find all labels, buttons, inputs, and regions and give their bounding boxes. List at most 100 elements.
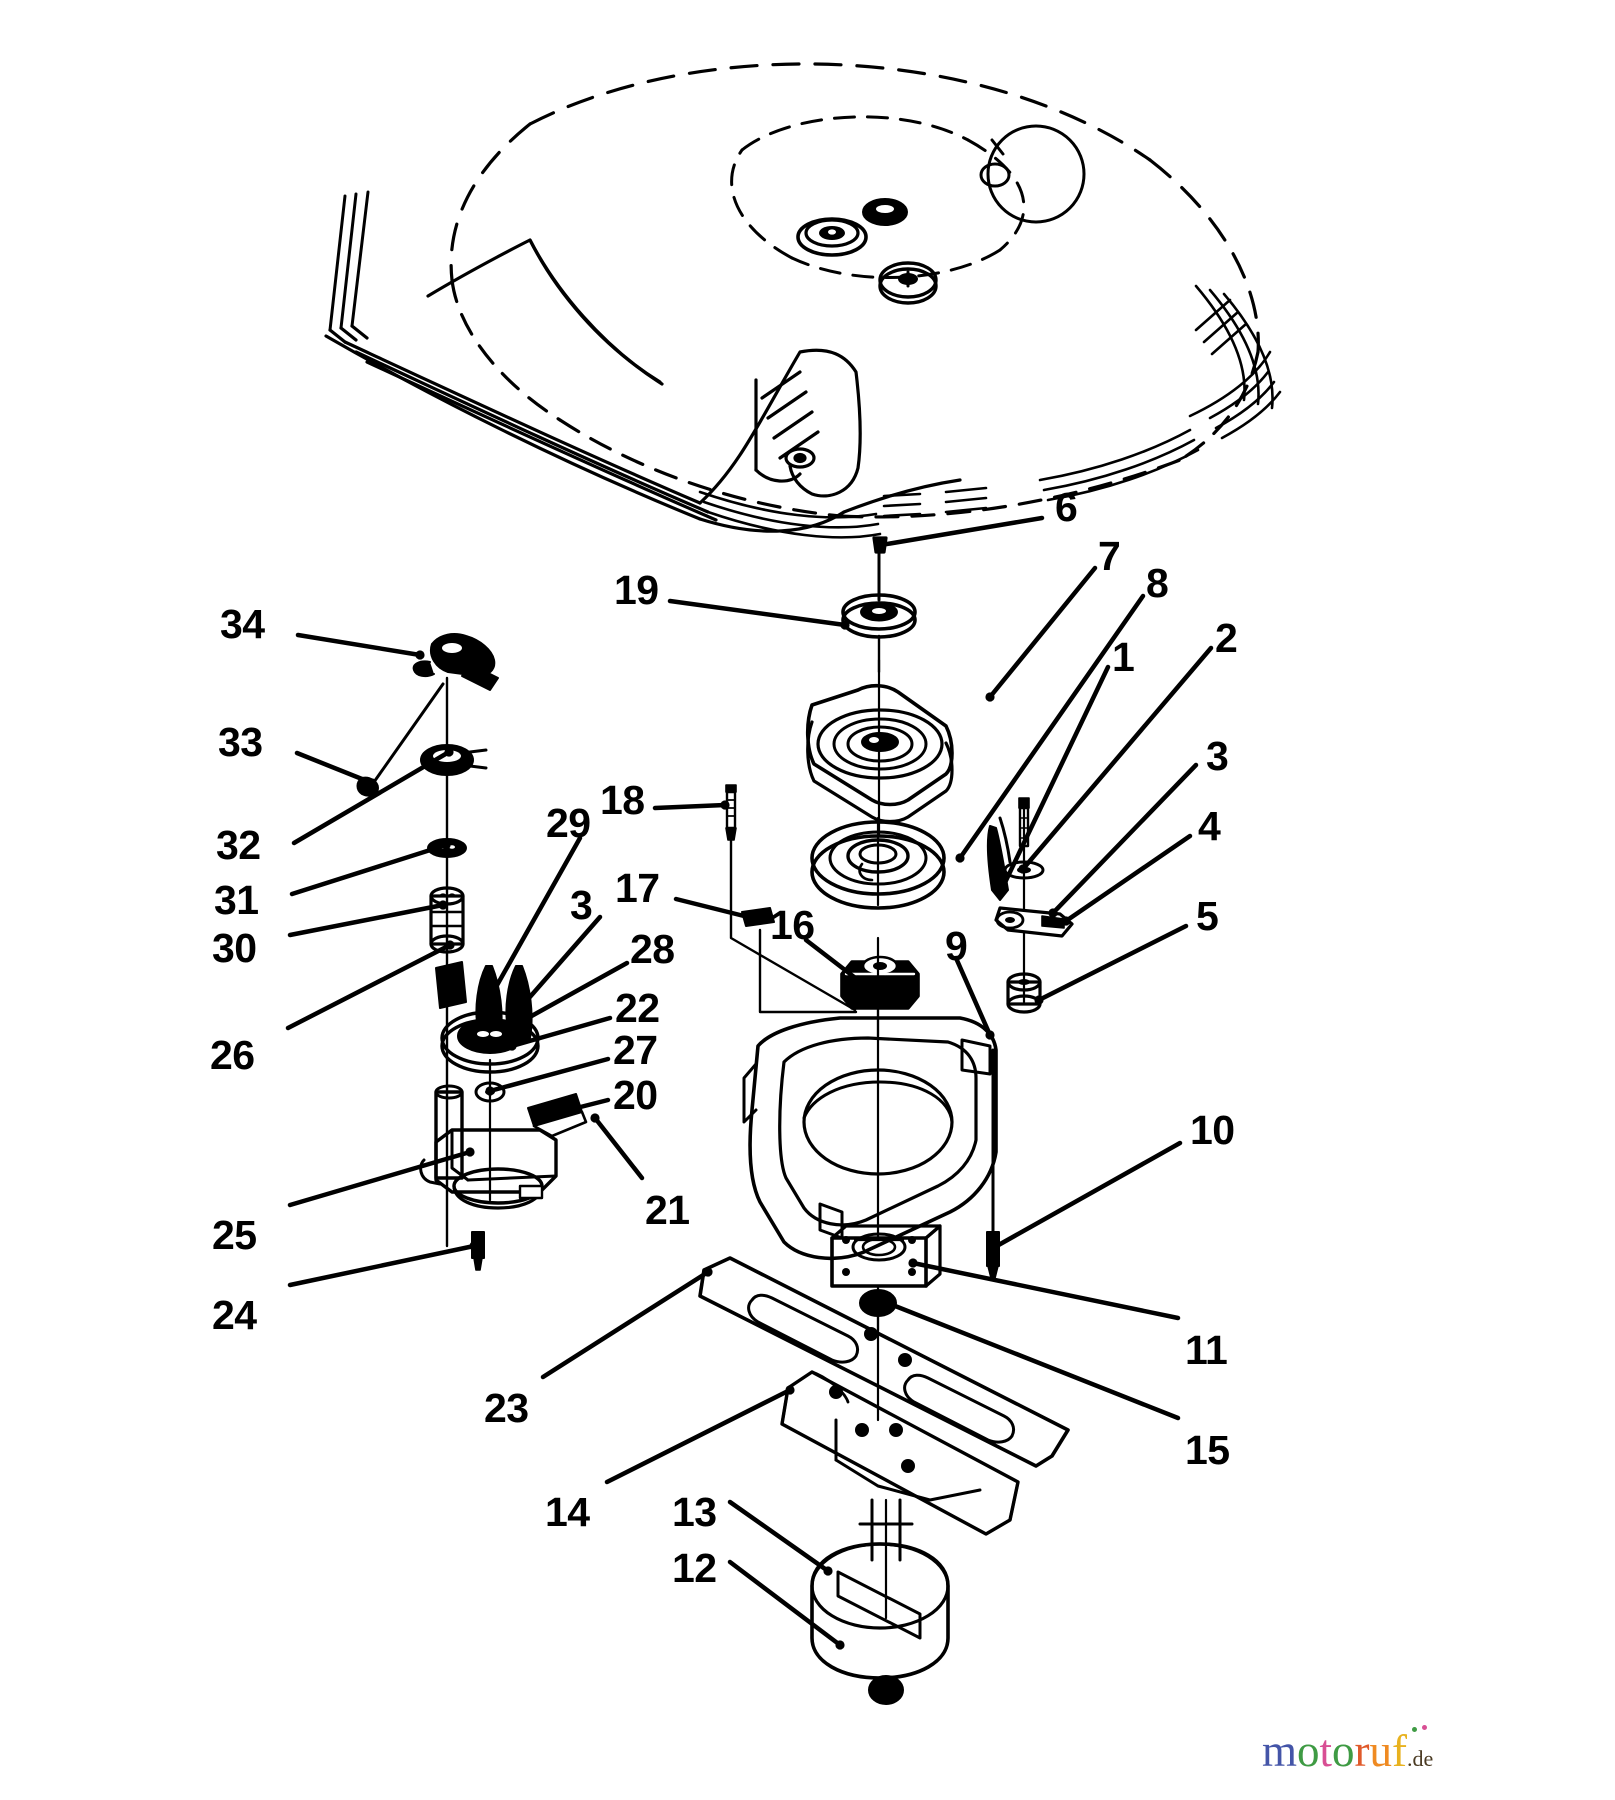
leader-line-25 xyxy=(287,1149,473,1208)
leader-endpoint-23 xyxy=(703,1267,713,1277)
leader-endpoint-8 xyxy=(955,853,965,863)
leader-line-34 xyxy=(295,632,423,658)
leader-endpoint-5 xyxy=(1034,995,1044,1005)
watermark-letter-0: m xyxy=(1262,1726,1298,1776)
callout-number-4: 4 xyxy=(1198,803,1221,849)
callout-number-2: 2 xyxy=(1215,615,1238,661)
leader-line-8 xyxy=(957,593,1146,861)
left-spindle-assembly xyxy=(356,633,588,1271)
leader-endpoint-2 xyxy=(1018,864,1028,874)
leader-endpoint-27 xyxy=(485,1086,495,1096)
callout-number-19: 19 xyxy=(614,567,659,613)
callout-number-1: 1 xyxy=(1112,634,1135,680)
leader-line-3 xyxy=(519,914,603,1009)
watermark-dot-right xyxy=(1422,1725,1427,1730)
callout-number-6: 6 xyxy=(1055,484,1078,530)
leader-endpoint-18 xyxy=(720,800,730,810)
watermark-letter-5: u xyxy=(1369,1726,1393,1776)
leader-line-2 xyxy=(1020,645,1214,872)
leader-line-20 xyxy=(542,1097,611,1119)
leader-endpoint-9 xyxy=(985,1030,995,1040)
callout-number-3: 3 xyxy=(1206,733,1229,779)
watermark-letter-2: t xyxy=(1319,1726,1333,1776)
watermark-dot-left xyxy=(1412,1727,1417,1732)
leader-line-6 xyxy=(878,515,1045,548)
leader-endpoint-10 xyxy=(990,1242,1000,1252)
part-13-hub-and-12-bolt xyxy=(810,1498,950,1705)
leader-endpoint-31 xyxy=(441,840,451,850)
callout-number-20: 20 xyxy=(613,1072,658,1118)
part-18-bolt xyxy=(725,784,857,1012)
leader-endpoint-4 xyxy=(1061,916,1071,926)
callout-number-31: 31 xyxy=(214,877,259,923)
part-9-blade-housing xyxy=(742,1008,998,1261)
leader-endpoint-12 xyxy=(835,1640,845,1650)
leader-endpoint-15 xyxy=(875,1295,885,1305)
leader-line-32 xyxy=(291,749,452,846)
callout-number-7: 7 xyxy=(1098,533,1121,579)
callout-number-11: 11 xyxy=(1185,1327,1228,1373)
leader-endpoint-26 xyxy=(445,940,455,950)
leader-endpoint-30 xyxy=(438,900,448,910)
callout-number-32: 32 xyxy=(216,822,261,868)
leader-endpoint-3 xyxy=(517,1001,527,1011)
leader-line-15 xyxy=(877,1297,1181,1421)
callout-number-14: 14 xyxy=(545,1489,590,1535)
leader-endpoint-17 xyxy=(755,915,765,925)
leader-line-31 xyxy=(289,842,449,897)
watermark-letter-6: f xyxy=(1392,1726,1408,1776)
leader-endpoint-13 xyxy=(823,1566,833,1576)
leader-line-11 xyxy=(910,1260,1181,1321)
leader-endpoint-34 xyxy=(415,650,425,660)
callout-number-25: 25 xyxy=(212,1212,257,1258)
leader-endpoint-3 xyxy=(1048,908,1058,918)
leader-line-19 xyxy=(667,598,848,628)
callout-number-5: 5 xyxy=(1196,893,1219,939)
leader-endpoint-6 xyxy=(876,540,886,550)
part-8-v-pulley xyxy=(810,816,946,910)
leader-line-14 xyxy=(604,1387,793,1485)
leader-line-33 xyxy=(294,750,375,786)
leader-endpoint-7 xyxy=(985,692,995,702)
leader-endpoint-20 xyxy=(540,1111,550,1121)
watermark-letter-4: r xyxy=(1354,1726,1370,1776)
leader-endpoint-29 xyxy=(482,998,492,1008)
leader-line-29 xyxy=(484,835,583,1006)
leader-line-30 xyxy=(287,902,446,938)
leader-endpoint-19 xyxy=(840,620,850,630)
leader-line-9 xyxy=(953,955,993,1038)
leader-line-3 xyxy=(1050,762,1199,916)
leader-line-4 xyxy=(1063,833,1193,924)
leader-line-17 xyxy=(673,896,763,923)
leader-line-24 xyxy=(287,1243,477,1288)
callout-number-13: 13 xyxy=(672,1489,717,1535)
leader-line-7 xyxy=(987,565,1098,700)
leader-endpoint-14 xyxy=(785,1385,795,1395)
leader-endpoint-21 xyxy=(590,1113,600,1123)
leader-line-16 xyxy=(803,937,861,983)
watermark-letter-3: o xyxy=(1332,1726,1355,1776)
leader-endpoint-32 xyxy=(444,747,454,757)
part-19-bearing xyxy=(841,536,917,674)
callout-number-27: 27 xyxy=(613,1027,658,1073)
leader-line-1 xyxy=(997,664,1111,896)
callout-number-28: 28 xyxy=(630,926,675,972)
motoruf-watermark-logo: motoruf.de xyxy=(1262,1725,1433,1776)
leader-line-10 xyxy=(992,1140,1183,1250)
callout-number-12: 12 xyxy=(672,1545,717,1591)
callout-number-33: 33 xyxy=(218,719,263,765)
leader-line-23 xyxy=(540,1269,711,1380)
callout-number-29: 29 xyxy=(546,800,591,846)
part-23-blade xyxy=(698,1256,1070,1468)
callout-number-21: 21 xyxy=(645,1187,690,1233)
leader-line-22 xyxy=(509,1015,613,1049)
leader-line-27 xyxy=(487,1056,611,1094)
part-7-pulley-housing xyxy=(805,658,954,838)
deck-housing xyxy=(324,62,1282,539)
parts-1-5-idler-linkage xyxy=(986,797,1074,1014)
callout-number-9: 9 xyxy=(945,923,968,969)
watermark-letter-1: o xyxy=(1297,1726,1320,1776)
leader-line-18 xyxy=(652,802,728,811)
